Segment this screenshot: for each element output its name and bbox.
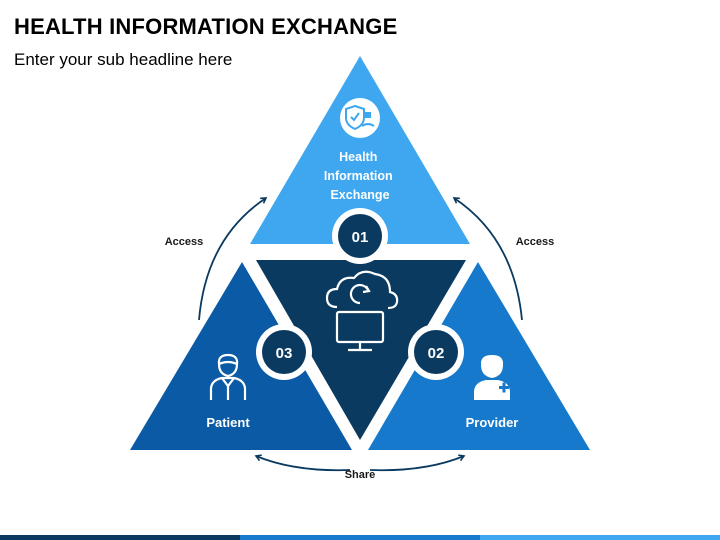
right-access-label: Access bbox=[516, 236, 555, 248]
provider-label: Provider bbox=[466, 415, 519, 430]
badge-01: 01 bbox=[332, 208, 388, 264]
bottom-share-arrow-left bbox=[254, 454, 351, 472]
shield-hand-icon bbox=[340, 98, 380, 138]
bottom-color-bar bbox=[0, 535, 720, 540]
top-triangle bbox=[250, 56, 470, 244]
badge-number-02: 02 bbox=[428, 345, 445, 362]
patient-icon bbox=[209, 353, 247, 400]
badge-03: 03 bbox=[256, 324, 312, 380]
badge-number-01: 01 bbox=[352, 229, 369, 246]
top-label-line-2: Information bbox=[324, 169, 393, 183]
patient-label: Patient bbox=[206, 415, 250, 430]
badge-number-03: 03 bbox=[276, 345, 293, 362]
right-triangle bbox=[368, 262, 590, 450]
left-access-arrow bbox=[198, 197, 268, 321]
cloud-monitor-sync-icon bbox=[325, 270, 399, 352]
bottom-share-arrow-right bbox=[369, 454, 466, 472]
doctor-icon bbox=[474, 355, 510, 400]
left-access-label: Access bbox=[165, 236, 204, 248]
badge-02: 02 bbox=[408, 324, 464, 380]
page-title: HEALTH INFORMATION EXCHANGE bbox=[14, 14, 398, 39]
page-subtitle: Enter your sub headline here bbox=[14, 50, 233, 69]
left-triangle bbox=[130, 262, 352, 450]
bottom-share-label: Share bbox=[345, 469, 376, 481]
top-label-line-1: Health bbox=[339, 150, 377, 164]
right-access-arrow bbox=[452, 197, 523, 321]
top-label-line-3: Exchange bbox=[330, 188, 389, 202]
top-node-label: Health Information Exchange bbox=[324, 150, 396, 202]
